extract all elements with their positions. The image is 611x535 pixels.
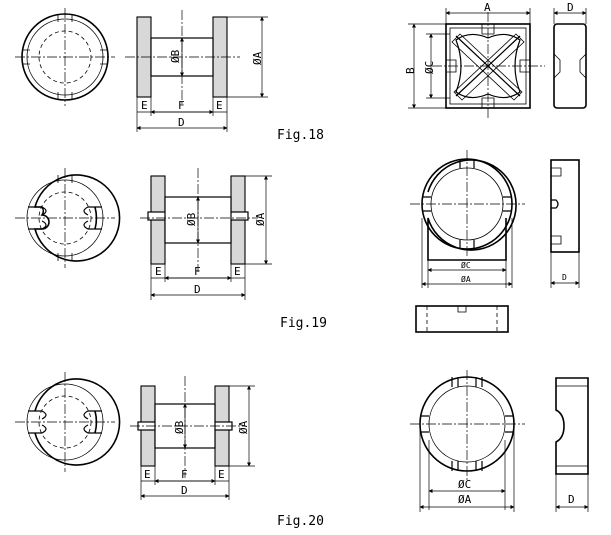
- fig19-dim-b: ØB: [185, 212, 198, 226]
- fig18-core-dim-b: B: [404, 67, 417, 74]
- fig20-core-dim-a: ØA: [458, 493, 472, 506]
- fig18-core-dim-d: D: [567, 1, 574, 14]
- fig19-core-dim-a: ØA: [461, 274, 471, 284]
- fig20-core-front-view: ØC ØA: [410, 370, 525, 512]
- fig19-dim-d: D: [194, 283, 201, 296]
- fig19-bobbin-side-view: ØB ØA E F E D: [140, 168, 272, 300]
- fig20-dim-f: F: [181, 468, 188, 481]
- fig18-core-dim-c: ØC: [423, 61, 436, 74]
- fig19-core-side-view: D: [550, 159, 580, 288]
- fig20-bobbin-side-view: ØB ØA E F E D: [130, 376, 255, 500]
- fig18-dim-e-right: E: [216, 99, 223, 112]
- fig19-dim-f: F: [194, 265, 201, 278]
- fig19-end-view: [15, 168, 121, 268]
- fig20-dim-d: D: [181, 484, 188, 497]
- fig18-caption: Fig.18: [277, 128, 324, 143]
- fig20-dim-e-right: E: [218, 468, 225, 481]
- fig18-core-side-view: D: [553, 1, 587, 109]
- fig20-dim-a: ØA: [237, 420, 250, 434]
- fig18-end-view: [15, 8, 115, 106]
- fig18-core-dim-a: A: [484, 1, 491, 14]
- fig19-core-bottom-view: [415, 305, 509, 333]
- fig19-core-dim-c: ØC: [461, 260, 471, 270]
- fig20-dim-e-left: E: [144, 468, 151, 481]
- fig20-core-side-view: D: [555, 377, 589, 512]
- fig19-dim-e-left: E: [155, 265, 162, 278]
- fig19-caption: Fig.19: [280, 316, 327, 331]
- fig20-caption: Fig.20: [277, 514, 324, 529]
- fig20-core-dim-d: D: [568, 493, 575, 506]
- fig20-dim-b: ØB: [173, 420, 186, 434]
- fig18-dim-b: ØB: [169, 49, 182, 63]
- fig18-dim-e-left: E: [141, 99, 148, 112]
- fig20-end-view: [15, 372, 121, 472]
- fig19-core-dim-d: D: [562, 273, 567, 282]
- fig18-dim-a: ØA: [251, 51, 264, 65]
- fig19-dim-e-right: E: [234, 265, 241, 278]
- fig18-dim-f: F: [178, 99, 185, 112]
- fig18-bobbin-side-view: ØB ØA E F E D: [125, 10, 268, 132]
- fig18-dim-d: D: [178, 116, 185, 129]
- fig19-core-front-view: ØC ØA: [410, 150, 525, 288]
- fig20-core-dim-c: ØC: [458, 478, 471, 491]
- fig19-dim-a: ØA: [254, 212, 267, 226]
- fig18-core-front-view: A B ØC: [404, 1, 545, 120]
